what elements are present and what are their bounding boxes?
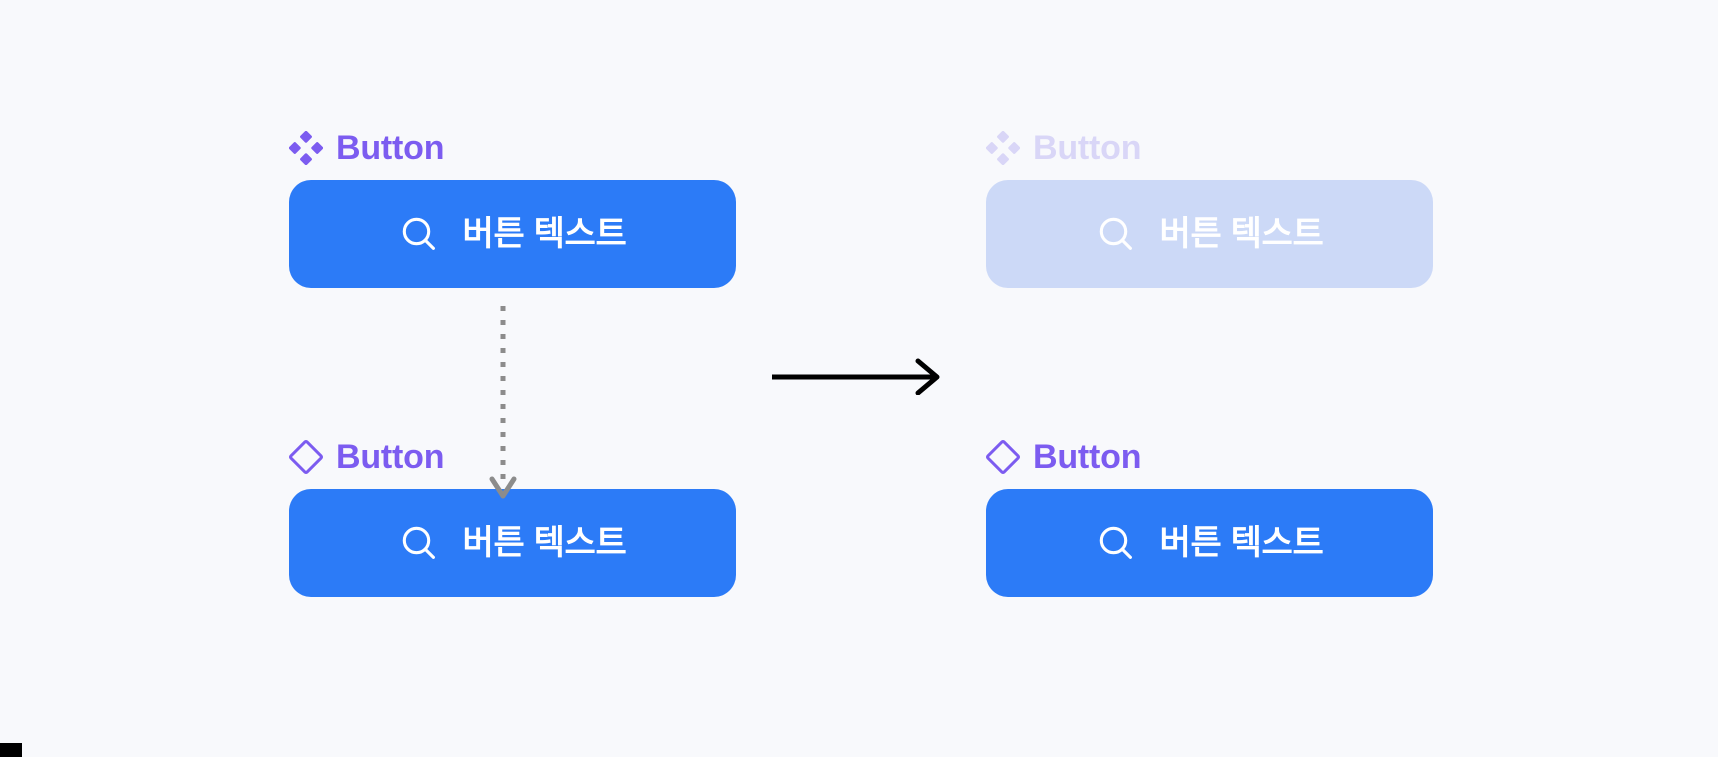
component-group-top-left: Button 버튼 텍스트 <box>288 128 736 288</box>
component-group-bottom-right: Button 버튼 텍스트 <box>985 437 1433 597</box>
component-label-top-right: Button <box>985 128 1433 168</box>
search-icon <box>398 522 440 564</box>
diamond-outline-icon <box>288 439 324 475</box>
button-enabled-bottom-left[interactable]: 버튼 텍스트 <box>289 489 736 597</box>
corner-mark <box>0 743 22 757</box>
search-icon <box>1095 522 1137 564</box>
button-label: 버튼 텍스트 <box>462 215 627 253</box>
button-enabled-bottom-right[interactable]: 버튼 텍스트 <box>986 489 1433 597</box>
button-label: 버튼 텍스트 <box>462 524 627 562</box>
component-label-bottom-right: Button <box>985 437 1433 477</box>
button-enabled-top-left[interactable]: 버튼 텍스트 <box>289 180 736 288</box>
component-label-text: Button <box>1033 438 1142 476</box>
horizontal-transition-arrow <box>770 355 950 396</box>
component-label-text: Button <box>336 129 445 167</box>
button-label: 버튼 텍스트 <box>1159 215 1324 253</box>
diamond-outline-icon <box>985 439 1021 475</box>
four-diamond-cluster-icon <box>985 130 1021 166</box>
four-diamond-cluster-icon <box>288 130 324 166</box>
component-label-bottom-left: Button <box>288 437 736 477</box>
component-group-top-right: Button 버튼 텍스트 <box>985 128 1433 288</box>
component-label-text: Button <box>336 438 445 476</box>
search-icon <box>1095 213 1137 255</box>
component-label-top-left: Button <box>288 128 736 168</box>
component-label-text: Button <box>1033 129 1142 167</box>
button-label: 버튼 텍스트 <box>1159 524 1324 562</box>
search-icon <box>398 213 440 255</box>
component-group-bottom-left: Button 버튼 텍스트 <box>288 437 736 597</box>
button-disabled-top-right: 버튼 텍스트 <box>986 180 1433 288</box>
